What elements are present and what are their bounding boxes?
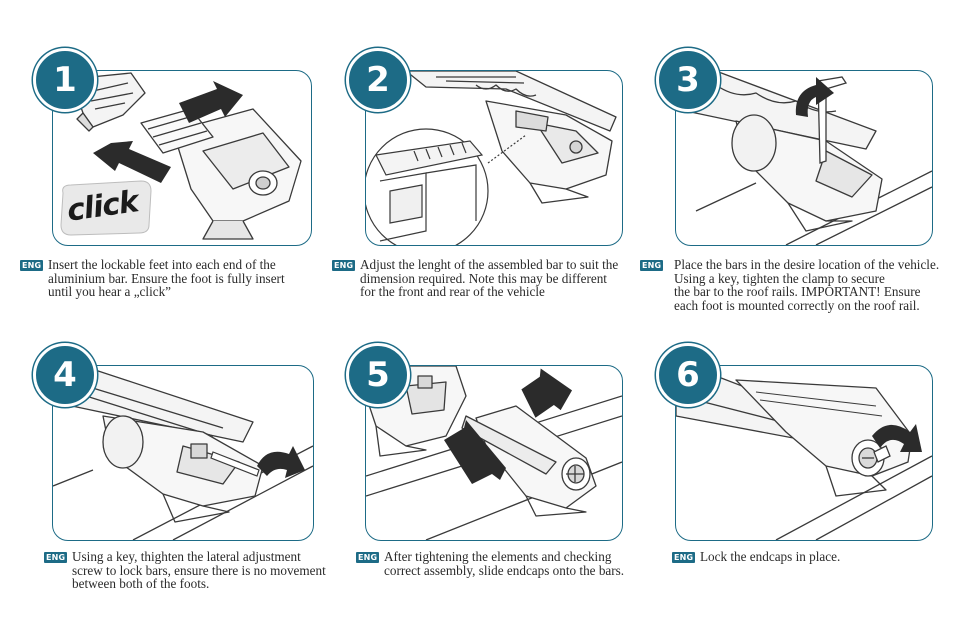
step-4-illustration xyxy=(52,365,314,541)
hex-key-icon xyxy=(210,451,260,477)
insert-arrow-icon xyxy=(93,81,243,183)
lock-cylinder-icon xyxy=(851,439,891,477)
step-1-illustration: click xyxy=(52,70,312,246)
rotate-arrow-icon xyxy=(257,446,305,478)
bar-icon xyxy=(405,71,617,132)
step-6-caption-text: Lock the endcaps in place. xyxy=(700,549,841,564)
step-3-number-badge: 3 xyxy=(656,48,720,112)
step-2-illustration xyxy=(365,70,623,246)
step-5-number-badge: 5 xyxy=(346,343,410,407)
bar-end-icon xyxy=(70,72,302,240)
lang-tag-eng: ENG xyxy=(640,260,664,271)
step-4-number-badge: 4 xyxy=(33,343,97,407)
bar-icon xyxy=(53,366,313,540)
lang-tag-eng: ENG xyxy=(356,552,380,563)
step-3-caption-text: Place the bars in the desire location of… xyxy=(674,257,940,313)
step-4-caption-text: Using a key, thighten the lateral adjust… xyxy=(72,549,326,592)
step-1-caption-text: Insert the lockable feet into each end o… xyxy=(48,257,285,300)
lang-tag-eng: ENG xyxy=(332,260,356,271)
lang-tag-eng: ENG xyxy=(672,552,696,563)
step-6-illustration xyxy=(675,365,933,541)
step-2-caption-text: Adjust the lenght of the assembled bar t… xyxy=(360,257,619,300)
endcap-icon xyxy=(366,395,622,540)
step-3-illustration xyxy=(675,70,933,246)
foot-clamp-icon xyxy=(102,415,264,523)
foot-clamp-icon xyxy=(731,114,883,232)
step-1-number-badge: 1 xyxy=(33,48,97,112)
magnifier-detail-icon xyxy=(366,128,527,245)
lang-tag-eng: ENG xyxy=(44,552,68,563)
slide-arrow-icon xyxy=(444,368,573,484)
rotate-arrow-icon xyxy=(795,77,834,117)
step-2-number-badge: 2 xyxy=(346,48,410,112)
step-6-number-badge: 6 xyxy=(656,343,720,407)
click-logo-icon: click xyxy=(57,179,155,237)
rotate-arrow-icon xyxy=(872,424,922,452)
lang-tag-eng: ENG xyxy=(20,260,44,271)
foot-clamp-icon xyxy=(485,100,613,204)
step-5-caption-text: After tightening the elements and checki… xyxy=(384,549,625,578)
